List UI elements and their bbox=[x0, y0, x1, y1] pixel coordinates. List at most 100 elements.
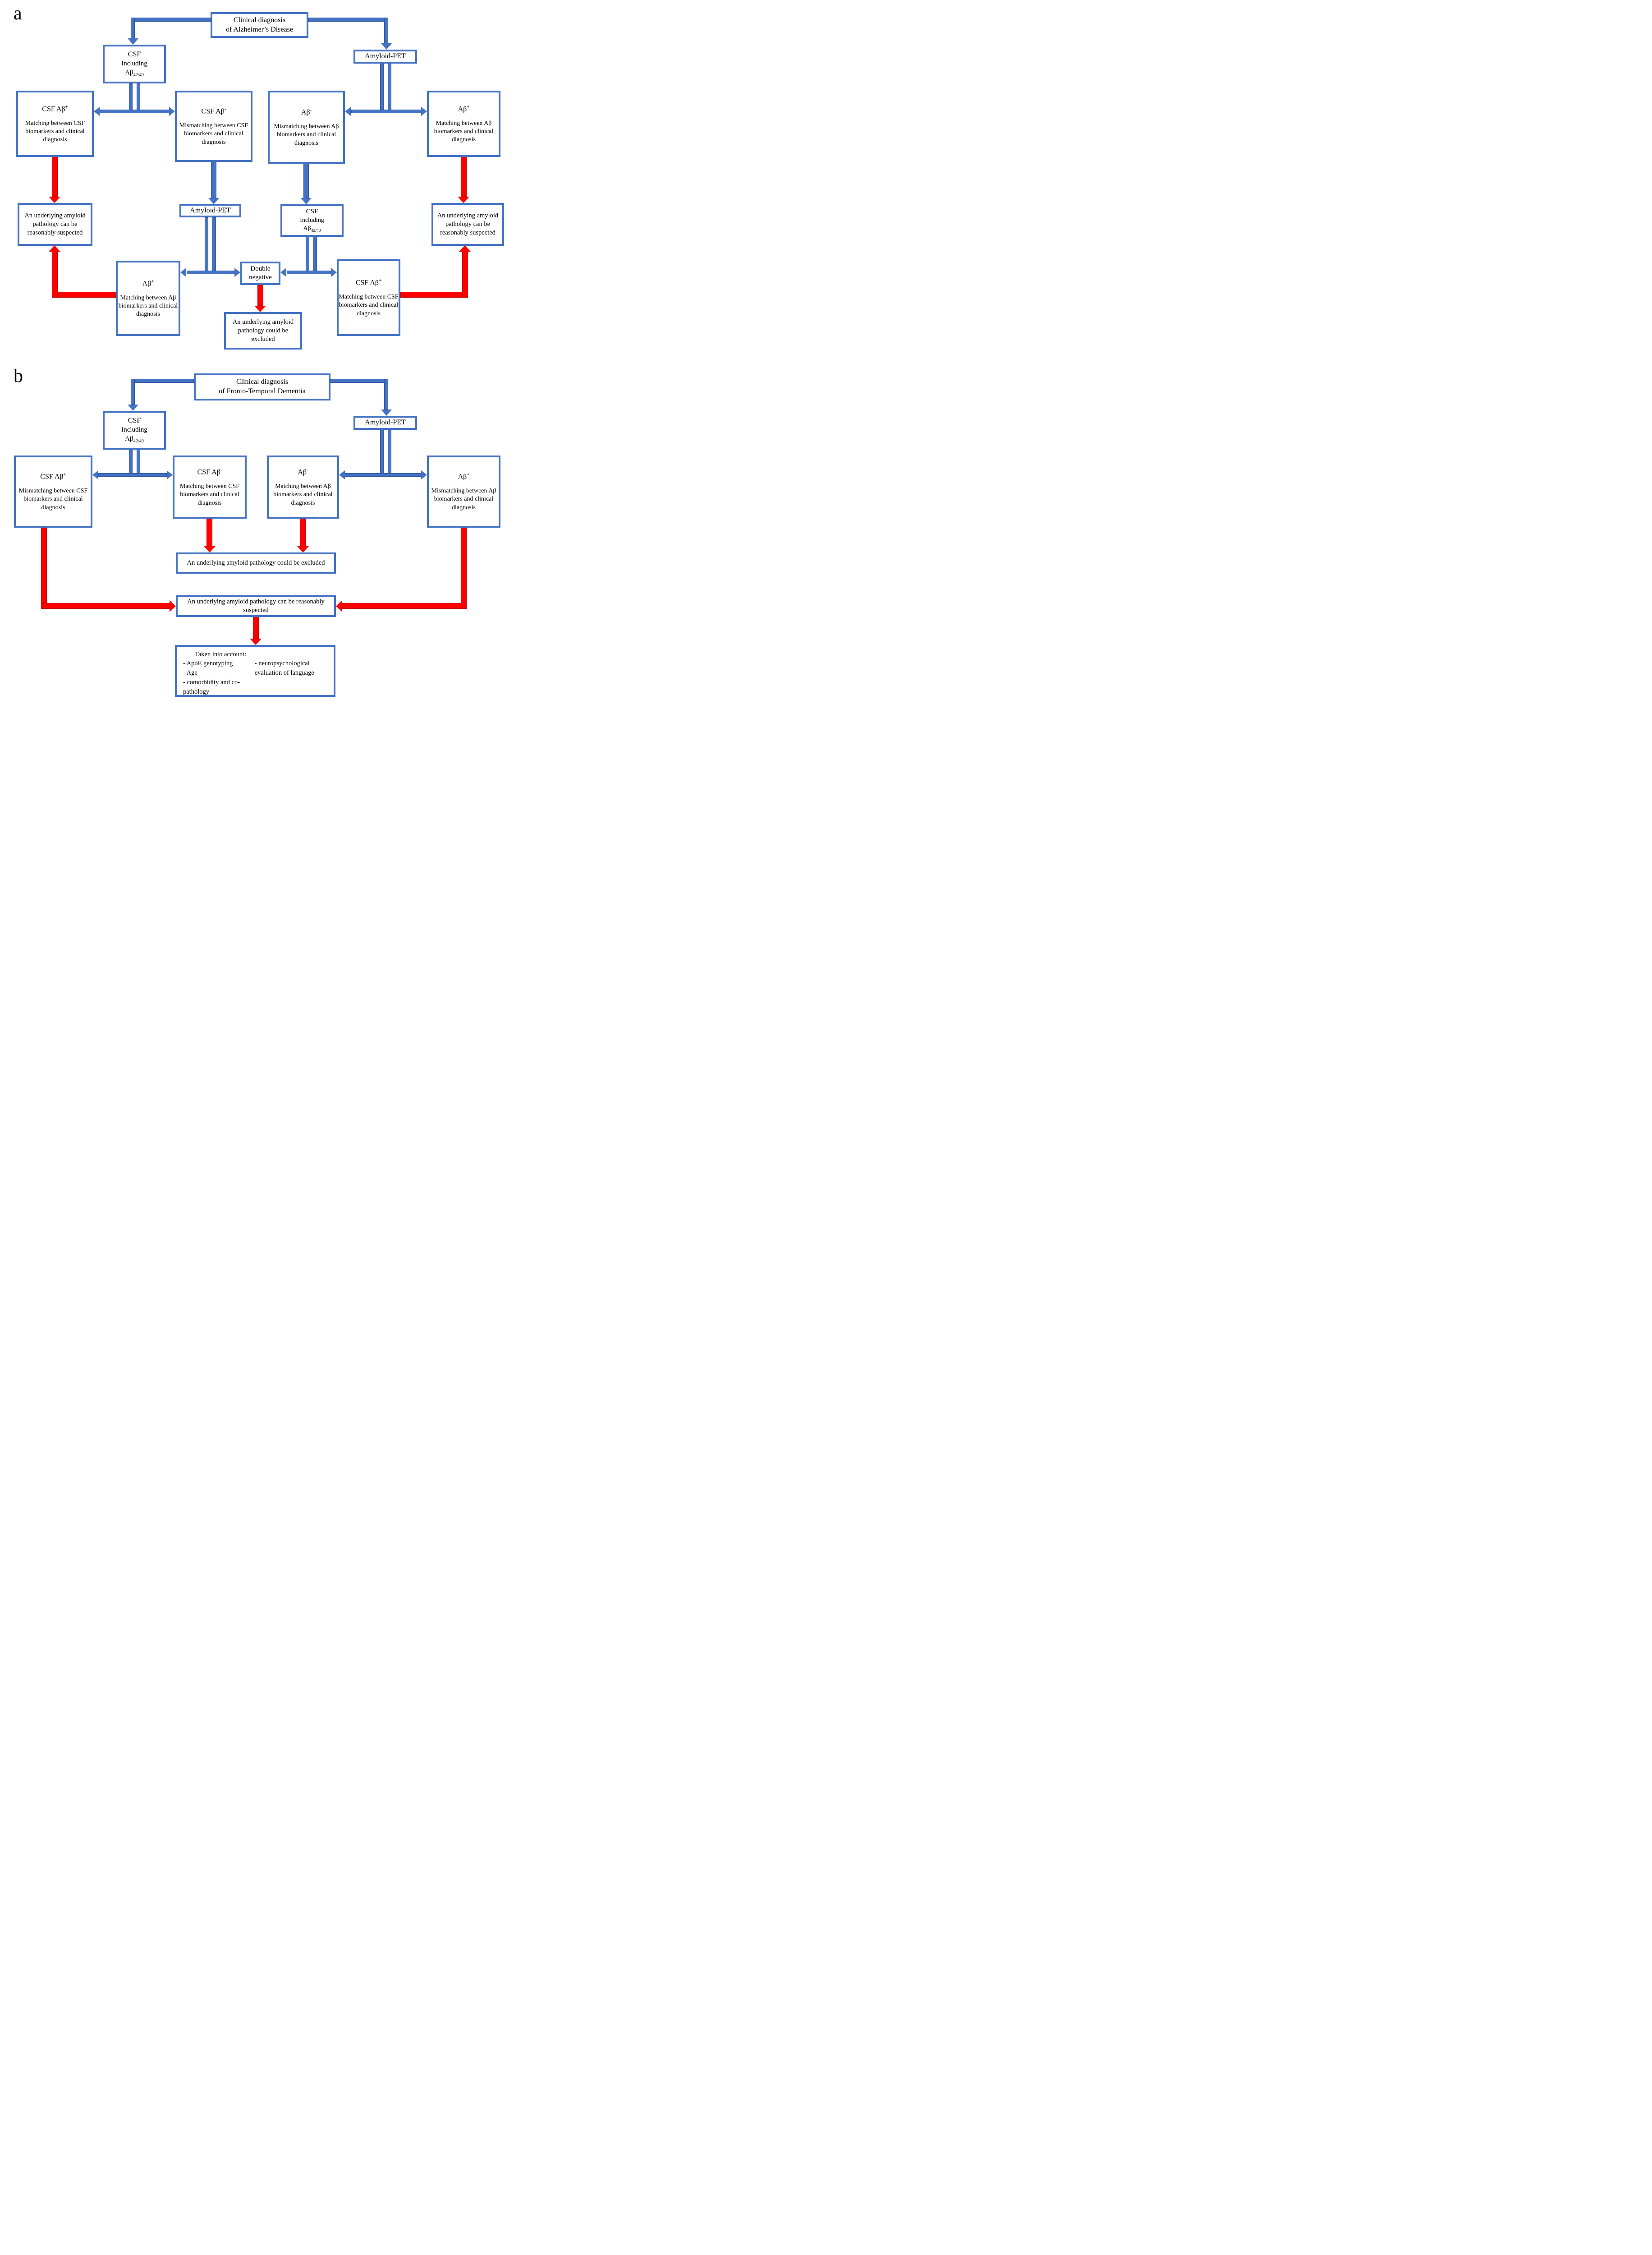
csf-mid-a-line3: Aβ42/40 bbox=[303, 225, 321, 234]
red-arrowhead-abpos-a bbox=[458, 197, 469, 203]
panel-b-label: b bbox=[14, 366, 23, 387]
petmid-split-line1-a bbox=[205, 217, 208, 272]
pet-split-bar-a bbox=[351, 110, 422, 113]
suspected-left-text-a: An underlying amyloid pathology can be r… bbox=[24, 212, 86, 236]
node-body: Mismatching between Aβ biomarkers and cl… bbox=[431, 488, 496, 511]
csf-top-b-line3: Aβ42/40 bbox=[125, 435, 144, 444]
node-body: Matching between Aβ biomarkers and clini… bbox=[434, 120, 494, 143]
node-title-sup: + bbox=[379, 278, 382, 284]
double-negative-box-a: Double negative bbox=[240, 262, 280, 285]
node-body: Matching between CSF biomarkers and clin… bbox=[339, 294, 399, 317]
amyloid-pet-mid-box-a: Amyloid-PET bbox=[179, 204, 241, 217]
csf-ab-positive-box-b: CSF Aβ+ Mismatching between CSF biomarke… bbox=[14, 456, 92, 528]
node-body: Mismatching between CSF biomarkers and c… bbox=[179, 122, 248, 146]
red-arrow-shaft-suspected-b bbox=[253, 617, 259, 639]
taken-left-column: - ApoE genotyping - Age - comorbidity an… bbox=[183, 659, 255, 697]
csf-top-a-line3: Aβ42/40 bbox=[125, 69, 144, 78]
amyloid-pet-mid-label-a: Amyloid-PET bbox=[190, 206, 231, 214]
red-arrowhead-doubleneg-a bbox=[254, 306, 266, 312]
red-arrow-shaft-abpos-a bbox=[461, 157, 467, 197]
csf-top-b-line1: CSF bbox=[128, 417, 141, 425]
arrowhead-pet-to-abneg-b bbox=[339, 470, 345, 479]
ab-negative-box-a: Aβ- Mismatching between Aβ biomarkers an… bbox=[268, 91, 345, 164]
csf-split-line1-a bbox=[129, 83, 133, 111]
title-a-line1: Clinical diagnosis bbox=[233, 16, 286, 24]
taken-item: - Age bbox=[183, 669, 197, 676]
suspected-right-text-a: An underlying amyloid pathology can be r… bbox=[437, 212, 499, 236]
node-title-base: CSF Aβ bbox=[40, 473, 64, 481]
ab-base: Aβ bbox=[125, 435, 133, 442]
ab-positive-box-b: Aβ+ Mismatching between Aβ biomarkers an… bbox=[427, 456, 500, 528]
node-title-sup: + bbox=[467, 104, 470, 110]
red-return-vbar-right-a bbox=[462, 252, 468, 298]
node-title-sup: - bbox=[220, 467, 222, 473]
petmid-split-bar-a bbox=[187, 271, 234, 274]
red-path-hbar-right-b bbox=[342, 603, 467, 609]
red-path-arrowhead-left-b bbox=[170, 600, 176, 612]
node-title: Aβ- bbox=[298, 467, 308, 477]
excluded-box-b: An underlying amyloid pathology could be… bbox=[176, 552, 336, 574]
blue-arrowhead-abneg-a bbox=[301, 198, 312, 204]
ab-sub: 42/40 bbox=[311, 228, 321, 233]
node-body: Matching between Aβ biomarkers and clini… bbox=[273, 483, 333, 506]
blue-arrowhead-csfabneg-a bbox=[208, 198, 219, 204]
arrowhead-petmid-to-doubleneg-a bbox=[234, 268, 240, 277]
arrowhead-csf-to-csfabpos-a bbox=[94, 107, 100, 116]
red-arrow-shaft-doubleneg-a bbox=[257, 285, 263, 306]
node-title: CSF Aβ+ bbox=[40, 471, 66, 482]
node-title-base: CSF Aβ bbox=[355, 279, 379, 287]
title-b-line1: Clinical diagnosis bbox=[236, 378, 289, 386]
node-body: Matching between Aβ biomarkers and clini… bbox=[118, 294, 178, 318]
blue-arrow-shaft-abneg-a bbox=[303, 164, 309, 198]
arrow-shaft-to-pet-b bbox=[384, 379, 388, 410]
arrow-shaft-to-csf-a bbox=[131, 18, 135, 38]
csf-ab-negative-box-b: CSF Aβ- Matching between CSF biomarkers … bbox=[173, 456, 247, 519]
red-arrowhead-csfabneg-b bbox=[204, 546, 216, 552]
pet-split-bar-b bbox=[345, 473, 421, 477]
csf-mid-box-a: CSF Including Aβ42/40 bbox=[280, 204, 344, 237]
taken-item: - neuropsychological evaluation of langu… bbox=[254, 659, 314, 676]
red-arrow-shaft-csfabneg-b bbox=[206, 519, 212, 546]
arrow-shaft-title-right-a bbox=[308, 18, 386, 22]
node-title-sup: + bbox=[151, 278, 154, 284]
panel-a-label: a bbox=[14, 3, 22, 24]
node-title: Aβ+ bbox=[142, 278, 154, 289]
arrowhead-pet-to-abpos-a bbox=[421, 107, 427, 116]
arrowhead-to-pet-b bbox=[381, 410, 392, 416]
node-title-base: CSF Aβ bbox=[42, 105, 65, 113]
csf-top-a-line2: Including bbox=[121, 60, 147, 68]
amyloid-pet-top-b-label: Amyloid-PET bbox=[365, 419, 406, 427]
arrowhead-csfmid-to-csfabpos-a bbox=[331, 268, 337, 277]
pet-split-line2-a bbox=[388, 64, 391, 111]
node-title: CSF Aβ- bbox=[197, 467, 222, 477]
node-title: CSF Aβ+ bbox=[356, 277, 381, 288]
red-path-arrowhead-right-b bbox=[336, 600, 342, 612]
suspected-box-b: An underlying amyloid pathology can be r… bbox=[176, 595, 336, 617]
arrowhead-to-csf-a bbox=[128, 38, 138, 45]
csf-top-a-line1: CSF bbox=[128, 51, 141, 59]
arrowhead-pet-to-abneg-a bbox=[345, 107, 351, 116]
ab-negative-box-b: Aβ- Matching between Aβ biomarkers and c… bbox=[267, 456, 339, 519]
arrowhead-pet-to-abpos-b bbox=[421, 470, 427, 479]
node-title: Aβ- bbox=[301, 107, 312, 117]
taken-item: - ApoE genotyping bbox=[183, 659, 233, 667]
figure-canvas: a Clinical diagnosis of Alzheimer’s Dise… bbox=[0, 0, 518, 721]
ab-sub: 42/40 bbox=[133, 72, 144, 78]
ab-base: Aβ bbox=[303, 225, 311, 232]
arrow-shaft-to-csf-b bbox=[131, 379, 135, 405]
excluded-text-b: An underlying amyloid pathology could be… bbox=[187, 559, 325, 567]
red-arrowhead-csfabpos-a bbox=[49, 197, 60, 203]
suspected-text-b: An underlying amyloid pathology can be r… bbox=[187, 598, 325, 614]
csfmid-split-line2-a bbox=[313, 237, 317, 272]
ab-sub: 42/40 bbox=[133, 438, 144, 444]
red-return-arrowhead-right-a bbox=[459, 245, 471, 252]
taken-heading: Taken into account: bbox=[195, 651, 247, 658]
taken-right-column: - neuropsychological evaluation of langu… bbox=[255, 659, 329, 697]
arrow-shaft-title-left-a bbox=[133, 18, 211, 22]
red-return-hbar-left-a bbox=[58, 292, 116, 298]
node-body: Mismatching between CSF biomarkers and c… bbox=[18, 488, 88, 511]
csf-top-b-line2: Including bbox=[121, 426, 147, 434]
double-negative-text-a: Double negative bbox=[249, 265, 272, 281]
ab-base: Aβ bbox=[125, 69, 133, 76]
red-arrowhead-suspected-b bbox=[250, 639, 262, 645]
